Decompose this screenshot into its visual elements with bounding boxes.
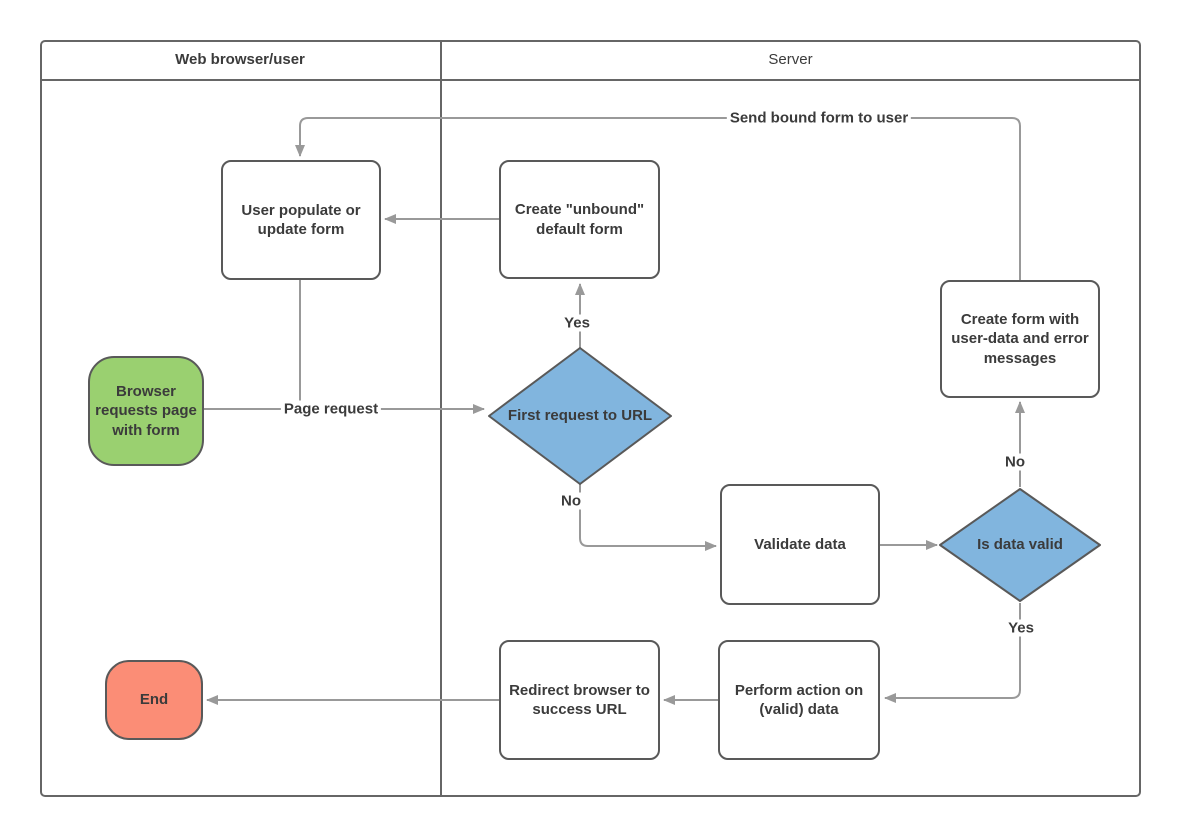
lane-divider bbox=[440, 40, 442, 797]
node-validate-data[interactable]: Validate data bbox=[720, 484, 880, 605]
node-decision-is-data-valid[interactable]: Is data valid bbox=[938, 487, 1102, 603]
decision-diamond-shape bbox=[939, 488, 1101, 602]
node-create-unbound-form[interactable]: Create "unbound" default form bbox=[499, 160, 660, 279]
edge-label-send-bound-form: Send bound form to user bbox=[726, 109, 912, 127]
pool-header-divider bbox=[40, 79, 1141, 81]
swimlane-pool bbox=[40, 40, 1141, 797]
node-decision-first-request[interactable]: First request to URL bbox=[487, 346, 673, 486]
edge-label-first-yes: Yes bbox=[561, 314, 593, 332]
node-create-form-with-errors[interactable]: Create form with user-data and error mes… bbox=[940, 280, 1100, 398]
edge-label-valid-no: No bbox=[1002, 453, 1028, 471]
node-start-browser-requests-page[interactable]: Browser requests page with form bbox=[88, 356, 204, 466]
decision-diamond-shape bbox=[488, 347, 672, 485]
lane-title-server: Server bbox=[768, 51, 813, 68]
node-user-populate-form[interactable]: User populate or update form bbox=[221, 160, 381, 280]
edge-label-valid-yes: Yes bbox=[1005, 619, 1037, 637]
edge-label-first-no: No bbox=[558, 492, 584, 510]
edge-label-page-request: Page request bbox=[280, 400, 382, 418]
node-end[interactable]: End bbox=[105, 660, 203, 740]
node-redirect-browser[interactable]: Redirect browser to success URL bbox=[499, 640, 660, 760]
node-perform-action[interactable]: Perform action on (valid) data bbox=[718, 640, 880, 760]
lane-title-web-browser-user: Web browser/user bbox=[175, 51, 305, 68]
